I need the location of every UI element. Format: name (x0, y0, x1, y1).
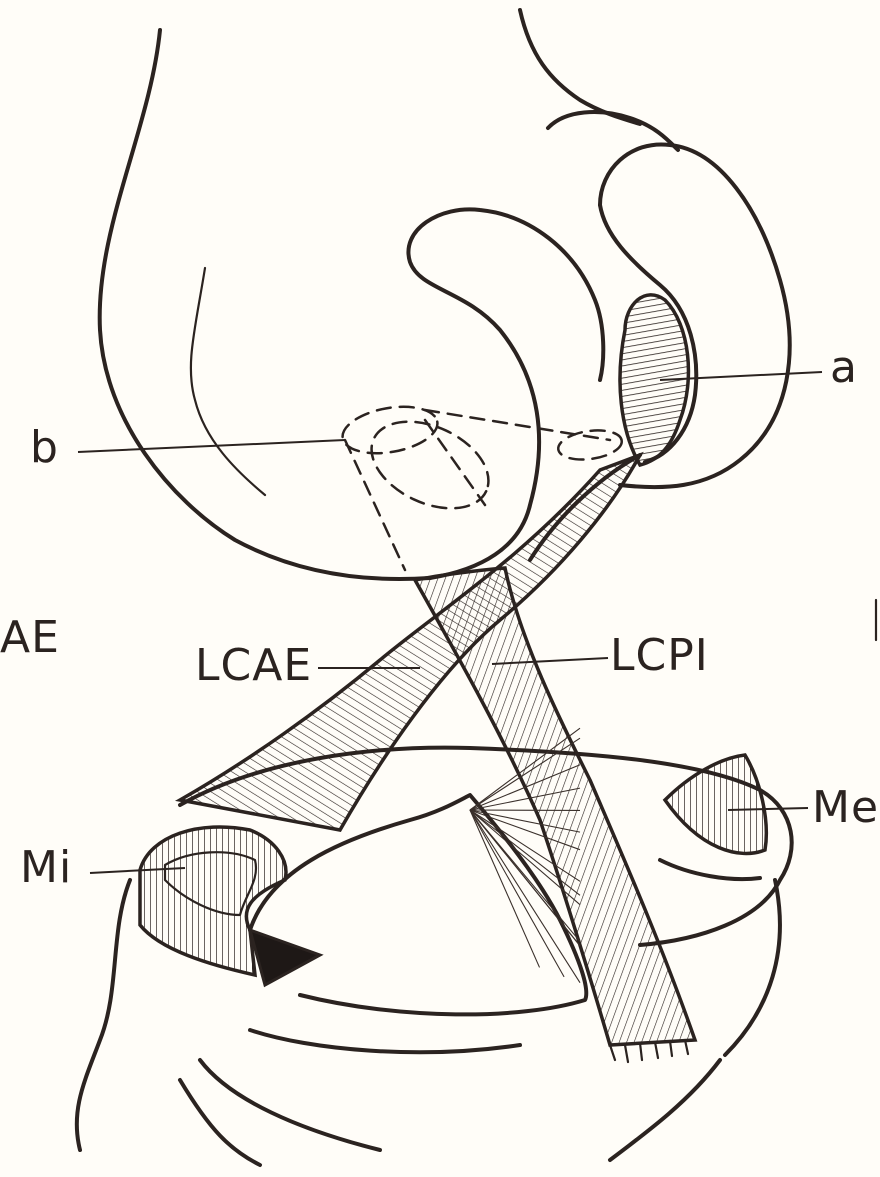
meniscus-mi (140, 827, 320, 985)
leader-b (78, 440, 345, 452)
label-mi: Mi (20, 842, 72, 893)
label-cropped-left: AE (0, 612, 60, 663)
label-lcae: LCAE (195, 640, 312, 691)
label-me: Me (812, 782, 879, 833)
femoral-attachment-dashed (339, 400, 624, 570)
label-lcpi: LCPI (610, 630, 709, 681)
label-a: a (830, 342, 858, 393)
label-b: b (30, 422, 59, 473)
tibial-fan (250, 795, 586, 1014)
meniscus-me (660, 755, 766, 879)
femur-outline (100, 10, 790, 579)
fan-line (470, 810, 540, 967)
